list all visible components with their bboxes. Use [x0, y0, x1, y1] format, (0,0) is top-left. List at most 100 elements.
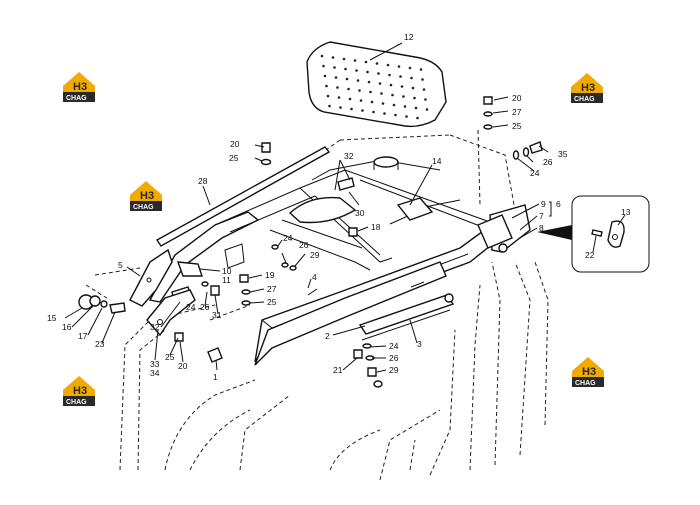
- hatch-hole: [356, 79, 360, 82]
- hatch-hole: [386, 63, 390, 67]
- hatch-hole: [419, 68, 423, 71]
- callout-6: 6: [556, 199, 561, 209]
- callout-32: 32: [344, 151, 354, 161]
- hatch-hole: [320, 54, 324, 58]
- callout-13: 13: [621, 207, 631, 217]
- bush-part: [207, 347, 223, 363]
- hatch-hole: [402, 95, 405, 98]
- logo-mark: H3: [581, 82, 595, 94]
- callout-27: 27: [512, 107, 522, 117]
- hatch-hole: [425, 108, 429, 111]
- callout-12: 12: [404, 32, 414, 42]
- hatch-hole: [378, 82, 382, 85]
- callout-27b: 27: [267, 284, 277, 294]
- hatch-hole: [416, 116, 419, 120]
- hatch-hole: [367, 80, 371, 84]
- callout-16: 16: [62, 322, 72, 332]
- hatch-hole: [322, 64, 325, 68]
- callout-17: 17: [78, 331, 88, 341]
- callout-28: 28: [198, 176, 208, 186]
- watermark-logo-3: H3 CHAG: [130, 181, 162, 211]
- hatch-hole: [408, 66, 412, 70]
- hatch-hole: [411, 86, 415, 90]
- hatch-hole: [403, 105, 407, 108]
- callout-9: 9: [541, 199, 546, 209]
- hatch-hole: [410, 76, 413, 80]
- hatch-hole: [348, 97, 352, 101]
- logo-mark: H3: [582, 366, 596, 378]
- callout-14: 14: [432, 156, 442, 166]
- hatch-hole: [394, 113, 397, 117]
- cab-outline: [85, 129, 549, 481]
- callout-20b: 20: [230, 139, 240, 149]
- hatch-hole: [389, 83, 393, 87]
- callout-31: 31: [212, 310, 222, 320]
- callout-26b: 26: [299, 240, 309, 250]
- hatch-hole: [326, 94, 330, 98]
- hatch-hole: [414, 106, 418, 110]
- hatch-hole: [413, 96, 416, 100]
- callout-25d: 25: [165, 352, 175, 362]
- callout-22: 22: [585, 250, 595, 260]
- callout-29: 29: [310, 250, 320, 260]
- callout-33: 33: [150, 359, 160, 369]
- hatch-hole: [333, 66, 336, 69]
- hatch-hole: [353, 59, 357, 62]
- callout-24c: 24: [186, 302, 196, 312]
- callout-35: 35: [558, 149, 568, 159]
- logo-mark: H3: [140, 190, 154, 202]
- hatch-hole: [364, 60, 368, 64]
- callout-24: 24: [530, 168, 540, 178]
- roof-hatch-panel: [306, 41, 447, 128]
- side-rail: [254, 261, 447, 366]
- lower-rail: [358, 293, 455, 341]
- hatch-hole: [331, 56, 335, 59]
- logo-text: CHAG: [574, 96, 595, 103]
- hatch-hole: [405, 115, 408, 118]
- logo-text: CHAG: [575, 380, 596, 387]
- callout-23: 23: [95, 339, 105, 349]
- callout-25b: 25: [229, 153, 239, 163]
- hatch-hole: [400, 85, 404, 88]
- callout-2: 2: [325, 331, 330, 341]
- hatch-hole: [366, 70, 369, 74]
- callout-labels: 12 20 27 25 35 26 24 9 6 7 8 14 32 30 18…: [47, 32, 631, 382]
- hatch-hole: [391, 93, 394, 97]
- callout-5: 5: [118, 260, 123, 270]
- hatch-hole: [370, 100, 374, 104]
- hatch-hole: [381, 102, 385, 105]
- hatch-hole: [383, 112, 386, 115]
- watermark-logo-5: H3 CHAG: [572, 357, 604, 387]
- hatch-hole: [328, 104, 331, 108]
- hatch-hole: [399, 75, 402, 78]
- hatch-hole: [344, 67, 347, 71]
- callout-25: 25: [512, 121, 522, 131]
- logo-text: CHAG: [66, 399, 87, 406]
- hatch-hole: [355, 69, 358, 72]
- callout-7: 7: [539, 211, 544, 221]
- callout-26: 26: [543, 157, 553, 167]
- hatch-hole: [388, 73, 391, 77]
- hatch-hole: [424, 98, 427, 101]
- callout-30: 30: [355, 208, 365, 218]
- callout-1: 1: [213, 372, 218, 382]
- callout-32b: 32: [150, 322, 160, 332]
- callout-3: 3: [417, 339, 422, 349]
- callout-25c: 25: [267, 297, 277, 307]
- callout-11: 11: [222, 275, 231, 285]
- callout-19: 19: [265, 270, 275, 280]
- hatch-hole: [339, 106, 342, 109]
- hatch-hole: [397, 65, 401, 68]
- watermark-logo-2: H3 CHAG: [571, 73, 603, 103]
- callout-8: 8: [539, 223, 544, 233]
- hatch-hole: [337, 96, 341, 99]
- hatch-hole: [392, 103, 396, 107]
- hatch-hole: [369, 90, 372, 94]
- left-pillar: [129, 248, 173, 307]
- callout-10: 10: [222, 266, 232, 276]
- logo-mark: H3: [73, 81, 87, 93]
- hinge-parts: [146, 261, 203, 337]
- callout-15: 15: [47, 313, 57, 323]
